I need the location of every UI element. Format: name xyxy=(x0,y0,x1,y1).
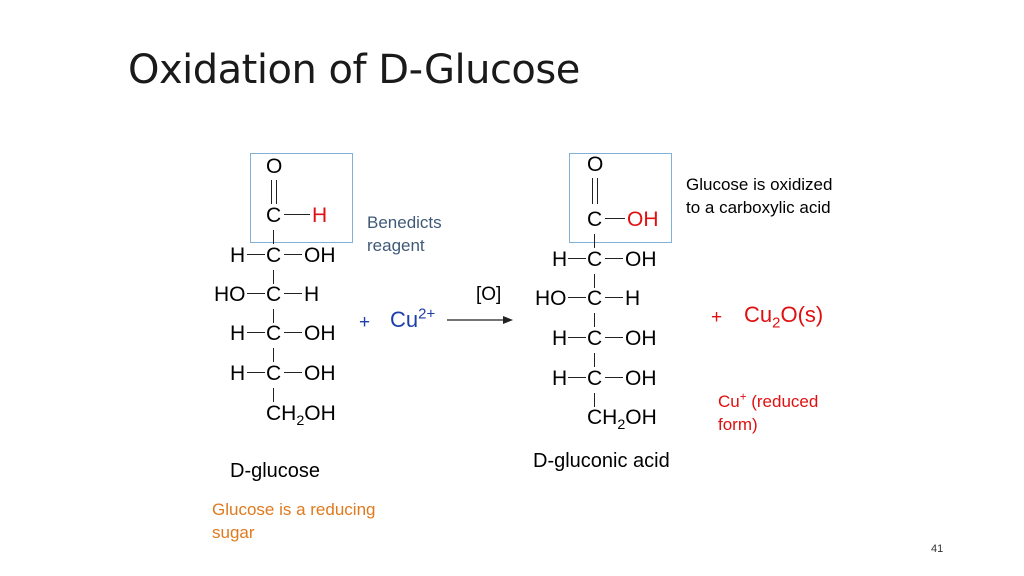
gluconic-double-bond xyxy=(592,178,598,204)
gluconic-r4-left: H xyxy=(552,327,568,350)
gluconic-bond-4-5 xyxy=(594,353,595,367)
reduced-form-note: Cu+ (reduced form) xyxy=(718,391,819,434)
slide-number: 41 xyxy=(931,543,944,555)
glucose-c1-h-bond xyxy=(284,214,310,215)
glucose-r3-left-bond xyxy=(247,293,265,294)
glucose-c2: C xyxy=(266,244,282,267)
aldehyde-highlight-box xyxy=(250,153,353,243)
glucose-bond-1-2 xyxy=(273,230,274,244)
oxidized-note: Glucose is oxidized to a carboxylic acid xyxy=(686,175,833,217)
gluconic-r5-left-bond xyxy=(568,377,586,378)
gluconic-acid-oh: OH xyxy=(627,208,659,231)
glucose-bond-3-4 xyxy=(273,309,274,323)
glucose-c5: C xyxy=(266,362,282,385)
gluconic-c1-oh-bond xyxy=(605,218,625,219)
benedicts-reagent-note: Benedicts reagent xyxy=(367,213,442,255)
glucose-c4: C xyxy=(266,322,282,345)
gluconic-r2-right: OH xyxy=(625,248,657,271)
glucose-r5-left-bond xyxy=(247,372,265,373)
gluconic-r5-left: H xyxy=(552,367,568,390)
glucose-r2-left-bond xyxy=(247,254,265,255)
glucose-bond-5-6 xyxy=(273,388,274,402)
gluconic-r3-right: H xyxy=(625,287,641,310)
copper-oxide: Cu2O(s) xyxy=(744,302,824,332)
gluconic-bond-2-3 xyxy=(594,274,595,288)
glucose-r3-left: HO xyxy=(214,283,246,306)
gluconic-r2-right-bond xyxy=(605,258,623,259)
gluconic-r3-right-bond xyxy=(605,297,623,298)
glucose-r2-right-bond xyxy=(284,254,302,255)
glucose-ch2oh: CH2OH xyxy=(266,402,336,430)
gluconic-c1: C xyxy=(587,208,603,231)
gluconic-bond-5-6 xyxy=(594,393,595,407)
glucose-c3: C xyxy=(266,283,282,306)
glucose-name: D-glucose xyxy=(230,460,321,482)
gluconic-r5-right-bond xyxy=(605,377,623,378)
glucose-carbonyl-oxygen: O xyxy=(266,155,283,178)
glucose-r3-right-bond xyxy=(284,293,302,294)
glucose-r4-left: H xyxy=(230,322,246,345)
reducing-sugar-note: Glucose is a reducing sugar xyxy=(212,500,376,542)
glucose-r5-right-bond xyxy=(284,372,302,373)
gluconic-r5-right: OH xyxy=(625,367,657,390)
glucose-r4-left-bond xyxy=(247,332,265,333)
gluconic-c4: C xyxy=(587,327,603,350)
gluconic-r2-left: H xyxy=(552,248,568,271)
gluconic-ch2oh: CH2OH xyxy=(587,406,657,434)
gluconic-carbonyl-oxygen: O xyxy=(587,153,604,176)
glucose-bond-2-3 xyxy=(273,270,274,284)
carboxyl-highlight-box xyxy=(569,153,672,243)
gluconic-name: D-gluconic acid xyxy=(533,450,670,472)
reaction-arrow xyxy=(447,316,513,324)
copper-ion: Cu2+ xyxy=(390,305,436,332)
glucose-r3-right: H xyxy=(304,283,320,306)
gluconic-c3: C xyxy=(587,287,603,310)
gluconic-bond-1-2 xyxy=(594,234,595,248)
oxidant-label: [O] xyxy=(476,284,502,305)
glucose-double-bond xyxy=(271,180,277,204)
glucose-r2-right: OH xyxy=(304,244,336,267)
product-plus: + xyxy=(711,307,723,328)
gluconic-r4-right: OH xyxy=(625,327,657,350)
glucose-c1: C xyxy=(266,204,282,227)
gluconic-bond-3-4 xyxy=(594,313,595,327)
reactant-plus: + xyxy=(359,312,371,333)
glucose-r4-right-bond xyxy=(284,332,302,333)
glucose-r2-left: H xyxy=(230,244,246,267)
glucose-aldehyde-h: H xyxy=(312,204,328,227)
gluconic-r4-left-bond xyxy=(568,337,586,338)
gluconic-r2-left-bond xyxy=(568,258,586,259)
gluconic-r4-right-bond xyxy=(605,337,623,338)
gluconic-r3-left-bond xyxy=(568,297,586,298)
gluconic-c5: C xyxy=(587,367,603,390)
glucose-r5-right: OH xyxy=(304,362,336,385)
glucose-r5-left: H xyxy=(230,362,246,385)
gluconic-c2: C xyxy=(587,248,603,271)
glucose-r4-right: OH xyxy=(304,322,336,345)
gluconic-r3-left: HO xyxy=(535,287,567,310)
glucose-bond-4-5 xyxy=(273,348,274,362)
slide-title: Oxidation of D-Glucose xyxy=(128,47,580,93)
